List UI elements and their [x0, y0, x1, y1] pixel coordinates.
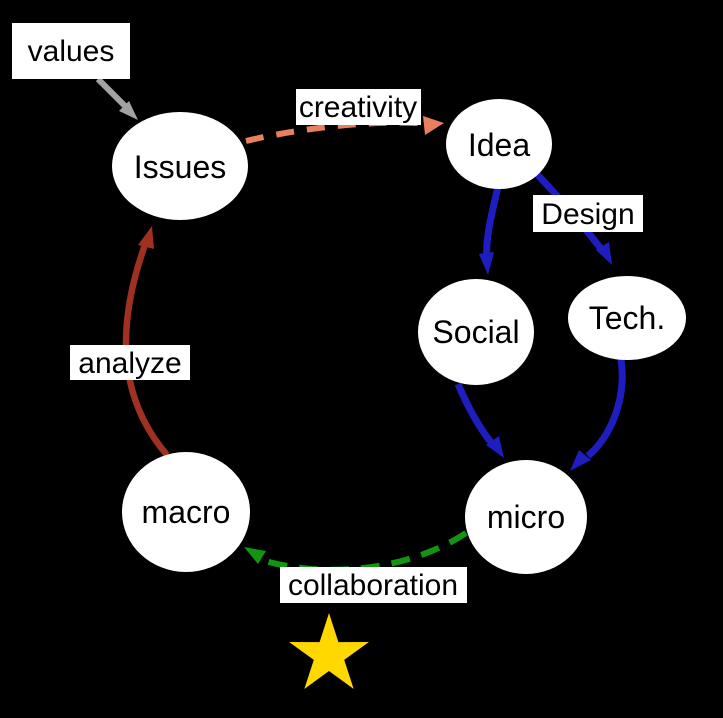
idea-tech-arrowhead	[596, 242, 612, 265]
design-label-text: Design	[541, 198, 634, 231]
label-box-values: values	[12, 23, 130, 79]
collaboration-label-box	[280, 567, 467, 603]
tech-micro-edge-line	[585, 358, 626, 459]
values-label-text: values	[28, 35, 115, 68]
node-macro: macro	[122, 452, 250, 572]
node-micro-shape	[465, 460, 587, 574]
label-box-analyze: analyze	[70, 345, 190, 380]
social-micro-arrowhead	[486, 436, 504, 458]
label-box-creativity: creativity	[296, 89, 421, 125]
edge-micro-to-macro	[244, 530, 468, 573]
label-box-collaboration: collaboration	[280, 567, 467, 603]
creativity-label-text: creativity	[299, 91, 417, 124]
edge-social-to-micro	[454, 382, 504, 458]
node-tech-label: Tech.	[589, 300, 665, 336]
tech-micro-arrowhead	[570, 450, 591, 471]
values-arrow-line	[95, 76, 128, 109]
collaboration-edge-line	[264, 530, 468, 573]
node-tech-shape	[568, 276, 686, 360]
node-idea: Idea	[446, 99, 552, 189]
node-idea-label: Idea	[468, 127, 530, 163]
idea-social-arrowhead	[479, 252, 494, 275]
design-label-box	[533, 195, 643, 232]
collaboration-arrowhead	[244, 547, 266, 564]
star-icon	[289, 613, 369, 689]
node-macro-label: macro	[142, 494, 231, 530]
values-arrowhead	[119, 101, 138, 120]
idea-social-edge-line	[483, 186, 502, 259]
node-social-shape	[418, 279, 534, 385]
node-issues-shape	[112, 112, 248, 220]
node-tech: Tech.	[568, 276, 686, 360]
values-label-box	[12, 23, 130, 79]
analyze-label-text: analyze	[78, 347, 181, 380]
node-idea-shape	[446, 99, 552, 189]
edge-tech-to-micro	[570, 358, 626, 471]
creativity-arrowhead	[423, 116, 444, 135]
edge-values-to-issues	[95, 76, 138, 120]
edge-idea-to-social	[479, 186, 502, 275]
node-issues: Issues	[112, 112, 248, 220]
node-issues-label: Issues	[134, 149, 226, 185]
creativity-label-box	[296, 89, 421, 125]
analyze-label-box	[70, 345, 190, 380]
analyze-arrowhead	[138, 226, 154, 249]
node-micro: micro	[465, 460, 587, 574]
node-micro-label: micro	[487, 499, 565, 535]
collaboration-label-text: collaboration	[288, 569, 458, 602]
node-social: Social	[418, 279, 534, 385]
label-box-design: Design	[533, 195, 643, 232]
node-macro-shape	[122, 452, 250, 572]
node-social-label: Social	[432, 314, 519, 350]
